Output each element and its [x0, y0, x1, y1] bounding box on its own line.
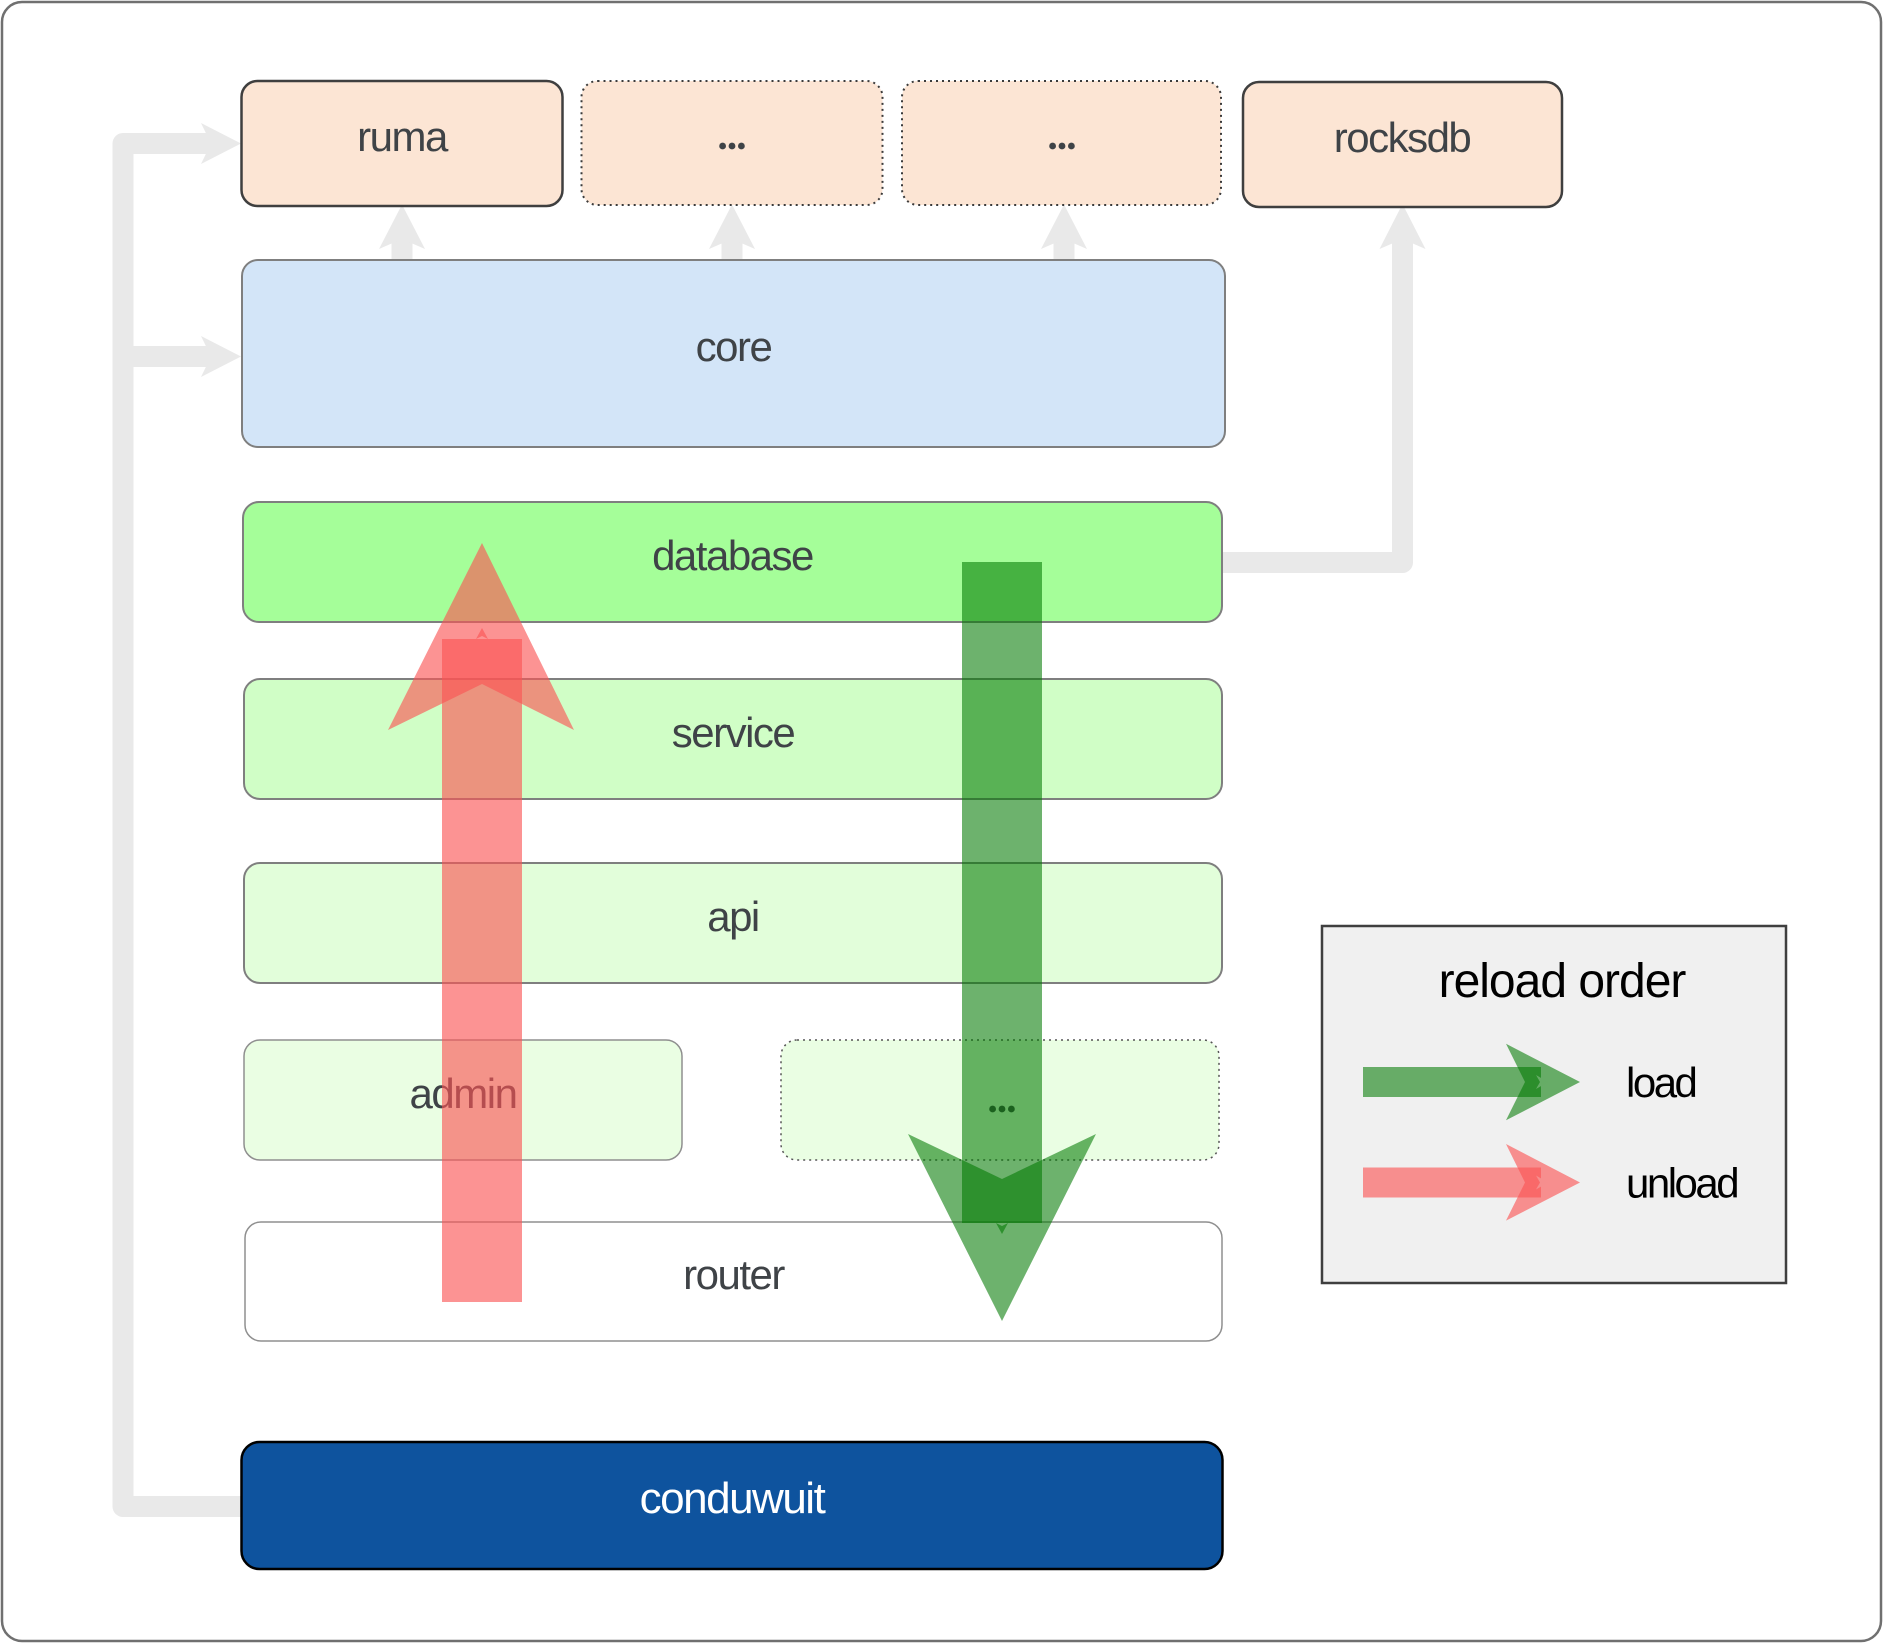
svg-text:database: database	[652, 532, 813, 579]
svg-text:reload order: reload order	[1439, 955, 1687, 1008]
svg-text:service: service	[672, 709, 795, 756]
svg-text:rocksdb: rocksdb	[1334, 114, 1471, 161]
svg-text:unload: unload	[1626, 1160, 1737, 1207]
svg-text:load: load	[1626, 1059, 1696, 1106]
svg-text:router: router	[683, 1251, 785, 1298]
svg-text:ruma: ruma	[357, 113, 449, 160]
svg-text:core: core	[696, 323, 772, 370]
svg-text:conduwuit: conduwuit	[640, 1474, 826, 1523]
svg-text:api: api	[707, 893, 759, 940]
